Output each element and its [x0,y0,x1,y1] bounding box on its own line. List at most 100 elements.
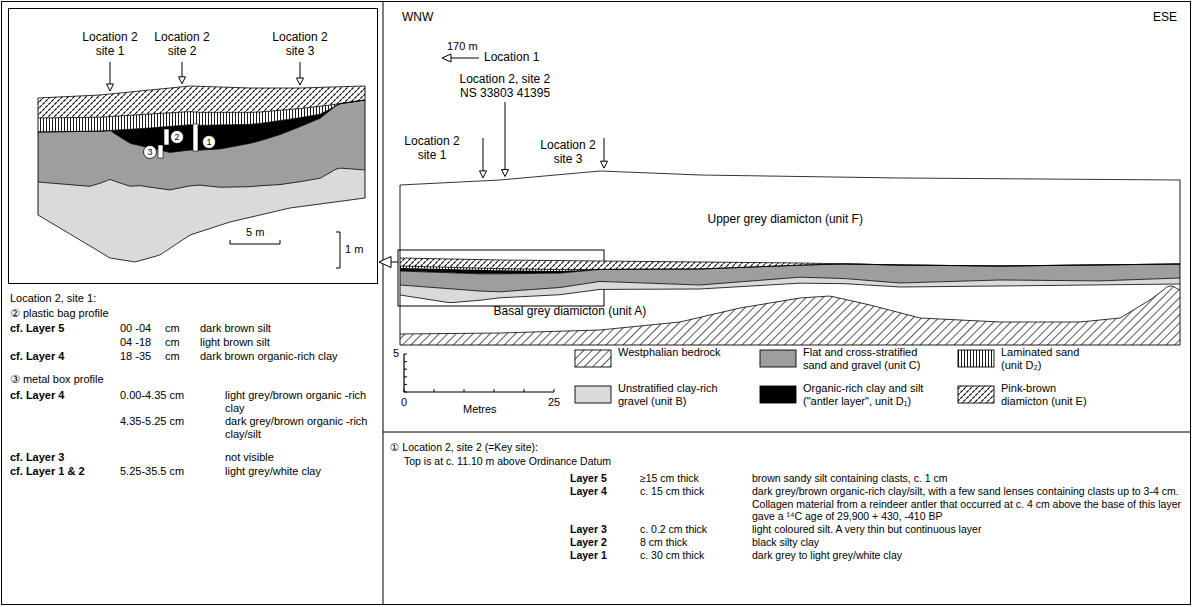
site-arrow [483,138,484,172]
direction-label: WNW [402,10,433,24]
legend-swatch [760,386,796,403]
distance-label: 170 m [447,40,478,53]
layer-thickness: c. 0.2 cm thick [640,523,707,536]
site-arrow [604,138,605,162]
site-arrow [505,102,506,171]
scale-tick [434,389,435,392]
section-base [400,345,1180,346]
site-label: Location 2 site 2 [149,30,215,59]
inset-border [9,9,378,284]
scale-label: 0 [401,396,407,409]
scale-label: 5 m [246,226,264,239]
legend-label: Unstratified clay-rich gravel (unit B) [618,382,738,408]
layer-name: Layer 3 [570,523,607,536]
boundary [38,168,365,190]
unit-b [400,277,1180,302]
section-edge [38,98,39,215]
layer-name: Layer 4 [570,485,607,498]
site-label: Location 2 site 1 [399,134,465,163]
depth-unit: cm [165,322,180,335]
layer-name: cf. Layer 4 [10,350,64,363]
layer-description: not visible [225,451,274,464]
callout-circle [144,146,157,159]
profile-marker [164,129,169,145]
depth-range: 5.25-35.5 cm [120,465,184,478]
unit-label: Upper grey diamicton (unit F) [708,212,863,226]
scale-tick [404,354,407,355]
legend-swatch [958,386,994,403]
legend-label: Pink-brown diamicton (unit E) [1001,382,1101,408]
profile-heading: Location 2, site 1: [10,292,96,305]
scale-label: Metres [463,403,497,416]
inset-section [38,86,365,262]
direction-arrow-head [442,54,451,62]
grid-reference: NS 33803 41395 [460,86,550,100]
boundary [400,286,1180,334]
callout-number: 3 [148,148,153,157]
layer-description: dark brown silt [200,322,271,335]
layer-description: dark grey/brown organic -rich clay/silt [225,415,370,441]
scale-tick [524,389,525,392]
inset-pointer-head [379,257,391,268]
layer-name: Layer 1 [570,549,607,562]
depth-unit: cm [165,350,180,363]
depth-range: 4.35-5.25 cm [120,415,184,428]
layer-description: brown sandy silt containing clasts, c. 1… [752,472,1182,485]
scale-tick [404,389,405,392]
boundary [38,100,365,132]
unit-label: Basal grey diamicton (unit A) [494,304,647,318]
boundary [400,258,1180,266]
site-arrow-head [297,78,304,85]
site-arrow-head [179,77,186,84]
profile-heading: ② plastic bag profile [10,307,109,320]
horizontal-scale [404,391,554,392]
boundary [400,277,1180,292]
callout-circle [203,136,216,149]
callout-number: 1 [207,138,212,147]
boundary [38,100,365,152]
layer-name: cf. Layer 3 [10,451,64,464]
scale-tick [464,389,465,392]
ground-surface [38,86,365,98]
layer-description: light grey/brown organic -rich clay [225,389,370,415]
scale-tick [494,389,495,392]
boundary [400,264,1180,270]
callout-circle [171,131,184,144]
scale-tick [404,376,407,377]
scale-label: 5 [393,347,399,360]
scale-label: 25 [548,396,560,409]
scale-bracket [336,232,340,268]
section-edge [400,185,401,345]
section-edge [365,86,366,198]
profile-marker [158,145,163,158]
depth-range: 00 -04 [120,322,151,335]
location-label: Location 1 [484,50,539,64]
boundary [38,198,365,262]
layer-name: cf. Layer 1 & 2 [10,465,85,478]
depth-range: 04 -18 [120,336,151,349]
layer-name: cf. Layer 4 [10,389,64,402]
callout-number: 2 [175,133,180,142]
scale-bar [230,240,280,244]
layer-description: black silty clay [752,536,1182,549]
site-arrow-head [107,84,114,91]
layer-description: dark grey/brown organic-rich clay/silt, … [752,485,1182,523]
site-label: Location 2 site 1 [77,30,143,59]
depth-range: 0.00-4.35 cm [120,389,184,402]
legend-swatch [575,350,611,367]
site-arrow-head [601,161,608,168]
main-section [400,171,1180,345]
layer-thickness: c. 30 cm thick [640,549,704,562]
site-label: Location 2 site 3 [535,138,601,167]
scale-tick [404,384,407,385]
unit-e [38,86,365,118]
section-edge [1180,180,1181,345]
layer-description: light brown silt [200,336,270,349]
direction-label: ESE [1153,10,1177,24]
site-arrow [300,62,301,79]
location-label: Location 2, site 2 [460,72,551,86]
scale-tick [404,369,407,370]
